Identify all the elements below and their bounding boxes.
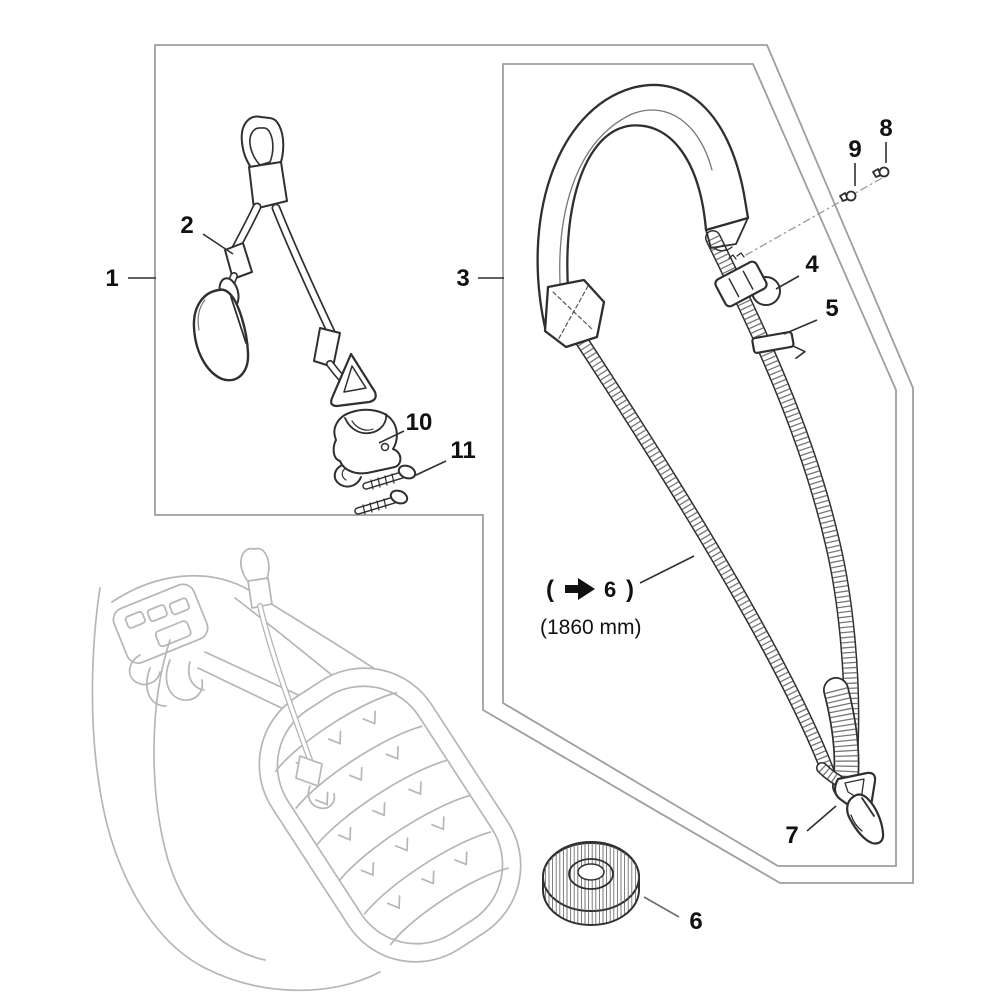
strap-panel-outline [502, 63, 897, 867]
rivet-8 [872, 166, 890, 178]
arrow-right-icon [565, 578, 595, 600]
snap-hook-gate [861, 797, 875, 817]
note-open-paren: ( [546, 576, 554, 603]
screw-1 [362, 464, 417, 490]
leader-part-7 [806, 805, 837, 832]
strap-length-note: (1860 mm) [540, 616, 642, 639]
strap-note: ( 6 ) (1860 mm) [540, 576, 642, 639]
leader-part-5 [783, 319, 818, 335]
clamp-channel [344, 413, 387, 435]
screw-2 [354, 489, 409, 515]
leader-part-10 [378, 430, 405, 444]
shoulder-pad-inner-line [559, 109, 713, 311]
strap-chevron-marks [728, 252, 745, 260]
leader-part-4 [775, 275, 800, 290]
label-part-3: 3 [456, 265, 469, 292]
clamp-body [332, 408, 402, 475]
clamp-channel-inner [351, 420, 374, 431]
leader-strap-note [639, 555, 695, 584]
carabiner [192, 288, 250, 382]
shoulder-strap-assembly [536, 83, 890, 845]
ring-hole [577, 863, 605, 881]
label-part-5: 5 [825, 295, 838, 322]
label-part-7: 7 [785, 822, 798, 849]
leader-part-6-ring [643, 896, 680, 918]
machine-hook-cluster [128, 654, 205, 707]
triangle-ring [330, 352, 377, 408]
machine-loop-clamp [295, 754, 323, 788]
pad-end-cap [543, 278, 606, 349]
leader-lines [128, 142, 887, 918]
rivet-dash-leader [745, 177, 883, 256]
cord-left-sleeve [224, 242, 253, 280]
machine-sketch [91, 547, 522, 992]
clamp-hole [380, 442, 390, 452]
label-part-2: 2 [180, 212, 193, 239]
machine-loop-hook [307, 785, 336, 810]
label-part-6: 6 [689, 908, 702, 935]
part-labels: 1 2 3 4 5 6 7 8 9 10 11 [105, 115, 892, 935]
pad-end-cap-stitch-x [552, 285, 594, 341]
machine-control-pod [112, 583, 209, 664]
label-part-9: 9 [848, 136, 861, 163]
grommet-ring [542, 840, 640, 927]
cord-right-sleeve [313, 327, 341, 368]
snap-hook [846, 793, 885, 845]
carrying-loop-assembly [192, 115, 417, 515]
strap-buckle [714, 260, 768, 308]
carabiner-inner-hint [197, 299, 206, 331]
note-close-paren: ) [626, 576, 634, 603]
label-part-1: 1 [105, 265, 118, 292]
shoulder-pad-end-notch [712, 246, 733, 252]
strap-keeper [751, 331, 806, 360]
machine-hull-outline [91, 587, 381, 992]
machine-hull-inner [153, 639, 266, 961]
rivet-9 [839, 190, 857, 202]
panel-outlines [154, 44, 914, 884]
note-part-ref: 6 [604, 577, 616, 602]
loop-ferrule [248, 161, 288, 210]
leader-part-11 [413, 460, 447, 477]
ring-top-band-hatch [543, 843, 639, 911]
shoulder-pad-end-boot [705, 219, 748, 249]
label-part-4: 4 [805, 251, 819, 278]
leader-part-2 [202, 233, 234, 255]
snap-hook-tip [850, 814, 863, 832]
machine-loop-ferrule [247, 577, 273, 610]
shoulder-pad [536, 83, 750, 336]
machine-grille [258, 667, 522, 963]
carabiner-gate [230, 296, 247, 344]
clamp-hook-flange [333, 464, 362, 488]
outer-panel-outline [154, 44, 914, 884]
label-part-8: 8 [879, 115, 892, 142]
label-part-11: 11 [450, 437, 475, 464]
clamp-hook-flange-inner [341, 467, 347, 481]
triangle-ring-inner [343, 365, 367, 393]
label-part-10: 10 [406, 409, 433, 436]
webbing-left [573, 331, 835, 779]
